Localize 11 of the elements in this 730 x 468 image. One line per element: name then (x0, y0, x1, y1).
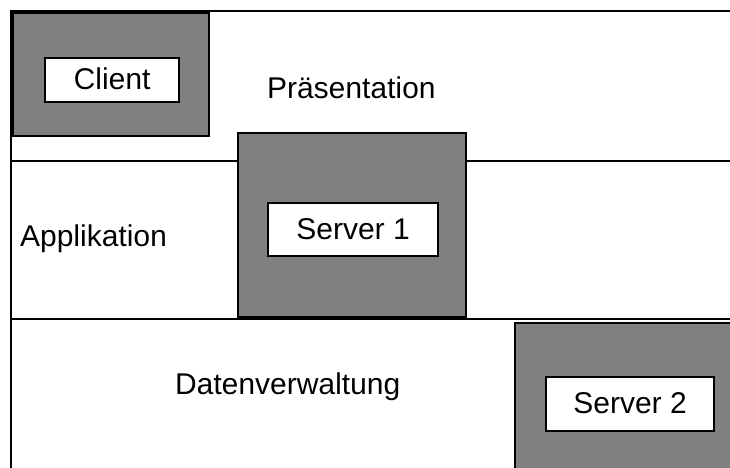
layer-label: Applikation (20, 220, 167, 254)
server-block (12, 12, 210, 137)
component-box: Server 2 (545, 376, 715, 432)
component-box: Server 1 (267, 202, 439, 257)
layer-band (10, 10, 730, 162)
layer-band (10, 318, 730, 468)
server-block (237, 132, 467, 318)
server-block (514, 322, 730, 468)
component-box: Client (44, 57, 180, 103)
layer-label: Präsentation (267, 72, 436, 106)
layer-label: Datenverwaltung (175, 368, 400, 402)
